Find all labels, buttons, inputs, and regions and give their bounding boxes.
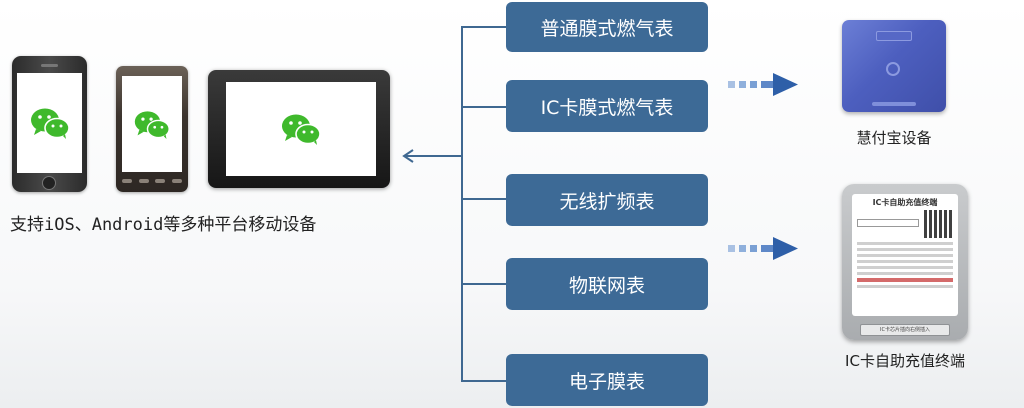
device-ring (886, 62, 900, 76)
huifubao-label: 慧付宝设备 (856, 129, 932, 147)
arrow-left-icon (402, 149, 462, 163)
huifubao-device-image (842, 20, 946, 112)
ic-card-kiosk-image: IC卡自助充值终端 IC卡芯片插向右侧插入 (842, 184, 968, 340)
kiosk-screen-title: IC卡自助充值终端 (872, 198, 938, 207)
tablet-screen (226, 82, 376, 176)
phone-screen (17, 73, 82, 173)
wechat-icon (282, 114, 321, 145)
phone-speaker (41, 64, 58, 67)
device-foot (872, 102, 916, 106)
device-chip (876, 31, 912, 41)
wechat-icon (134, 110, 170, 139)
meter-box-wireless-spread-spectrum: 无线扩频表 (506, 174, 708, 226)
kiosk-instructions (857, 242, 953, 291)
dashed-arrow-right-icon (728, 237, 798, 260)
phone-screen (122, 76, 182, 172)
devices-caption: 支持iOS、Android等多种平台移动设备 (10, 215, 317, 235)
meter-box-electronic-diaphragm: 电子膜表 (506, 354, 708, 406)
bracket-connector-5 (461, 380, 507, 382)
phone-button-row (122, 176, 182, 186)
bracket-vertical-line (461, 26, 463, 382)
phone-device-2 (116, 66, 188, 192)
bracket-connector-2 (461, 106, 507, 108)
kiosk-label: IC卡自助充值终端 (845, 352, 965, 370)
bracket-connector-4 (461, 283, 507, 285)
phone-device-1 (12, 56, 87, 192)
dashed-arrow-right-icon (728, 73, 798, 96)
meter-box-ordinary-diaphragm: 普通膜式燃气表 (506, 2, 708, 52)
kiosk-card-slot: IC卡芯片插向右侧插入 (860, 324, 950, 336)
kiosk-screen: IC卡自助充值终端 (852, 194, 958, 316)
meter-box-iot: 物联网表 (506, 258, 708, 310)
meter-box-ic-card-diaphragm: IC卡膜式燃气表 (506, 80, 708, 132)
bracket-connector-1 (461, 26, 507, 28)
qr-code-icon (924, 210, 952, 238)
bracket-connector-3 (461, 198, 507, 200)
tablet-device (208, 70, 390, 188)
phone-home-button (42, 176, 56, 190)
kiosk-input-box (857, 219, 919, 227)
wechat-icon (30, 108, 70, 139)
